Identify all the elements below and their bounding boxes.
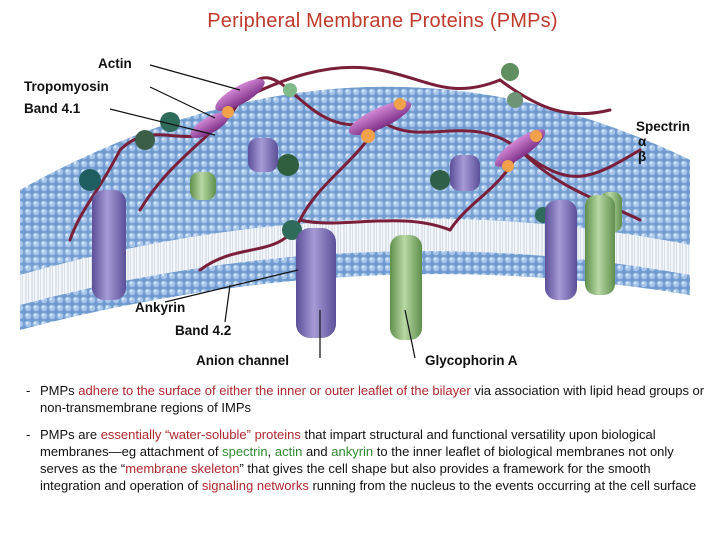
label-beta: β bbox=[638, 149, 646, 164]
label-band41: Band 4.1 bbox=[24, 101, 81, 116]
label-alpha: α bbox=[638, 134, 647, 149]
membrane-diagram: Actin Tropomyosin Band 4.1 Spectrin α β … bbox=[0, 40, 720, 370]
label-actin: Actin bbox=[98, 56, 132, 71]
label-anion-channel: Anion channel bbox=[196, 353, 289, 368]
label-glycophorin: Glycophorin A bbox=[425, 353, 518, 368]
membrane-upper-leaflet bbox=[20, 86, 690, 275]
page-title: Peripheral Membrane Proteins (PMPs) bbox=[207, 10, 558, 32]
spectrin-network bbox=[68, 65, 642, 272]
bullet-item: - PMPs are essentially “water-soluble” p… bbox=[26, 427, 697, 493]
band41-proteins bbox=[222, 98, 542, 172]
label-tropomyosin: Tropomyosin bbox=[24, 79, 109, 94]
leader-lines bbox=[109, 64, 416, 359]
bullet-item: - PMPs adhere to the surface of either t… bbox=[26, 383, 705, 415]
bullet-list: - PMPs adhere to the surface of either t… bbox=[22, 382, 712, 504]
band3-anion-channel bbox=[92, 190, 577, 338]
glycophorin-a bbox=[390, 195, 615, 340]
membrane-lower-leaflet bbox=[20, 251, 690, 330]
globular-proteins bbox=[79, 63, 551, 240]
label-ankyrin: Ankyrin bbox=[135, 300, 185, 315]
label-spectrin: Spectrin bbox=[636, 119, 690, 134]
label-band42: Band 4.2 bbox=[175, 323, 231, 338]
lipid-tails bbox=[20, 218, 690, 305]
